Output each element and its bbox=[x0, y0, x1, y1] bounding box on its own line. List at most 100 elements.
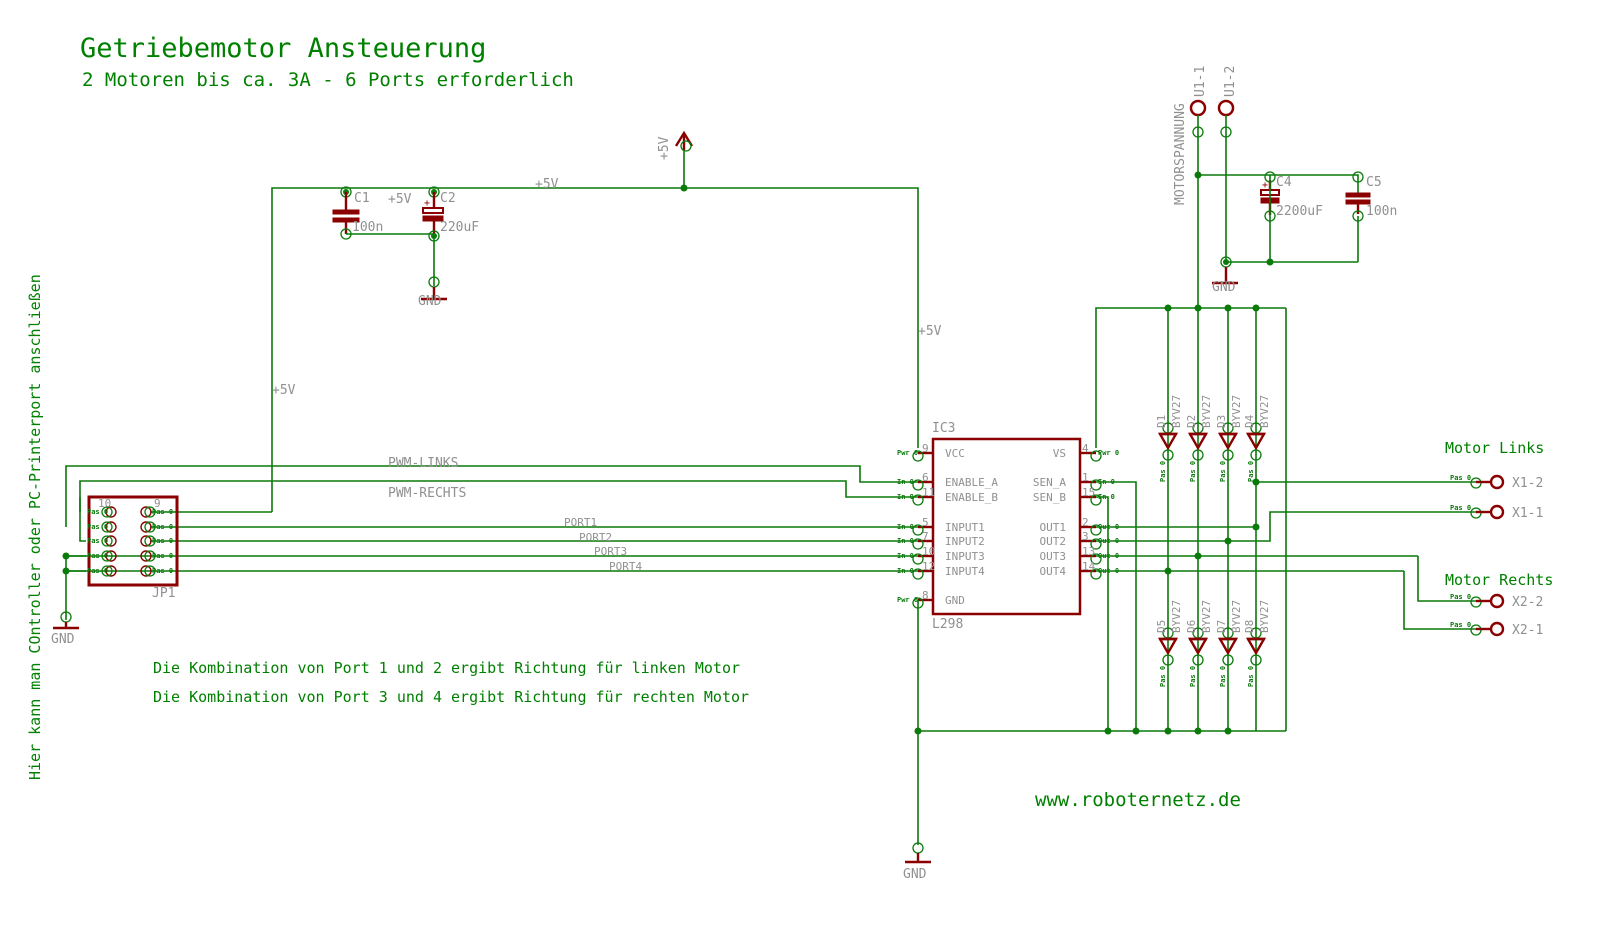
plus5v-network: +5V +5V +5V +5V +5V bbox=[271, 130, 942, 512]
motor-connectors: Motor Links Motor Rechts Pas 0 Pas 0 Pas 0… bbox=[1445, 439, 1553, 638]
c4-name: C4 bbox=[1276, 175, 1292, 190]
diode-name: D3 bbox=[1215, 415, 1228, 428]
jp1-pin bbox=[105, 550, 117, 562]
net-port4: PORT4 bbox=[609, 560, 642, 573]
ic-pin-label: OUT1 bbox=[1040, 521, 1067, 534]
jp1-pin bbox=[144, 565, 156, 577]
diode-part: BYV27 bbox=[1230, 395, 1243, 428]
jp1-pin9: 9 bbox=[154, 497, 161, 510]
diode-part: BYV27 bbox=[1170, 600, 1183, 633]
pin-tag: Pas 0 bbox=[1219, 461, 1227, 482]
website-label: www.roboternetz.de bbox=[1035, 789, 1241, 811]
ic-pin bbox=[912, 568, 924, 580]
ic-pin-label: INPUT4 bbox=[945, 565, 985, 578]
ic-pin-label: OUT3 bbox=[1040, 550, 1067, 563]
jp1-pin bbox=[101, 565, 113, 577]
ic-pin-label: GND bbox=[945, 594, 965, 607]
diode-name: D4 bbox=[1243, 414, 1256, 428]
pin-tag: Pas 0 bbox=[152, 523, 173, 531]
ic-pin bbox=[912, 494, 924, 506]
ic-pin-label: OUT2 bbox=[1040, 535, 1067, 548]
pin-tag: Pas 0 bbox=[1450, 474, 1471, 482]
jp1-pin bbox=[105, 535, 117, 547]
ic-pin-number: 13 bbox=[1082, 545, 1095, 558]
jp1-pin bbox=[140, 506, 152, 518]
ic-pin-label: OUT4 bbox=[1040, 565, 1067, 578]
jp1-name: JP1 bbox=[152, 586, 175, 601]
ic-pin bbox=[1090, 494, 1102, 506]
c1-name: C1 bbox=[354, 191, 370, 206]
pin-tag: Pas 0 bbox=[87, 537, 108, 545]
ic-pin bbox=[1090, 450, 1102, 462]
pin-tag: Pwr 0 bbox=[1098, 449, 1119, 457]
pin-tag: Pas 0 bbox=[1189, 461, 1197, 482]
diode-name: D6 bbox=[1185, 620, 1198, 633]
ic-pin bbox=[1090, 538, 1102, 550]
ic-pin-label: VCC bbox=[945, 447, 965, 460]
ic-pin-label: SEN_B bbox=[1033, 491, 1066, 504]
pin-tag: Pas 0 bbox=[87, 567, 108, 575]
diode-part: BYV27 bbox=[1230, 600, 1243, 633]
motor-left-label: Motor Links bbox=[1445, 439, 1544, 457]
jp1-pin10: 10 bbox=[98, 497, 111, 510]
c5-name: C5 bbox=[1366, 175, 1382, 190]
pin-tag: Pas 0 bbox=[87, 523, 108, 531]
diode-pin bbox=[1250, 449, 1262, 461]
jp1-pin bbox=[140, 535, 152, 547]
c4-value: 2200uF bbox=[1276, 204, 1323, 219]
ic-pin-label: ENABLE_B bbox=[945, 491, 998, 504]
net-5v-label-ic: +5V bbox=[918, 324, 942, 339]
pin-tag: Pas 0 bbox=[1450, 593, 1471, 601]
ic-pin-label: SEN_A bbox=[1033, 476, 1066, 489]
ic-pin bbox=[1090, 479, 1102, 491]
schematic-subtitle: 2 Motoren bis ca. 3A - 6 Ports erforderl… bbox=[82, 69, 574, 91]
ic-pin-number: 5 bbox=[922, 516, 929, 529]
pin-tag: Pas 0 bbox=[152, 537, 173, 545]
diode-pin bbox=[1222, 449, 1234, 461]
jp1-pin bbox=[105, 506, 117, 518]
ic-pin-label: INPUT2 bbox=[945, 535, 985, 548]
ic-pin-label: VS bbox=[1053, 447, 1066, 460]
pin-tag: Pwr 0 bbox=[897, 449, 918, 457]
c5-value: 100n bbox=[1366, 204, 1397, 219]
net-5v-label-top: +5V bbox=[535, 177, 559, 192]
c1-value: 100n bbox=[352, 220, 383, 235]
u1-1-label: U1-1 bbox=[1193, 66, 1208, 97]
note-right-motor: Die Kombination von Port 3 und 4 ergibt … bbox=[153, 688, 749, 706]
jp1-pin bbox=[101, 550, 113, 562]
ic-pin-number: 2 bbox=[1082, 516, 1089, 529]
ic-pin-label: INPUT3 bbox=[945, 550, 985, 563]
x1-2-label: X1-2 bbox=[1512, 476, 1543, 491]
ic-pin bbox=[912, 553, 924, 565]
gnd-label-c2: GND bbox=[418, 294, 442, 309]
pin-tag: Pas 0 bbox=[1219, 666, 1227, 687]
net-port3: PORT3 bbox=[594, 545, 627, 558]
pin-tag: Pas 0 bbox=[1450, 504, 1471, 512]
motor-right-label: Motor Rechts bbox=[1445, 571, 1553, 589]
ic-pin-number: 12 bbox=[922, 560, 935, 573]
ic-pin-number: 14 bbox=[1082, 560, 1096, 573]
c2-name: C2 bbox=[440, 191, 456, 206]
ic-pin-number: 15 bbox=[1082, 486, 1095, 499]
jp1-pin bbox=[101, 535, 113, 547]
pin-tag: Pas 0 bbox=[87, 552, 108, 560]
jp1-pin bbox=[144, 535, 156, 547]
ic-pin bbox=[912, 538, 924, 550]
jp1-pin bbox=[101, 521, 113, 533]
svg-text:+: + bbox=[424, 198, 430, 209]
diode-pin bbox=[1192, 654, 1204, 666]
jp1-pin bbox=[105, 521, 117, 533]
jp1-pin bbox=[140, 550, 152, 562]
pin-tag: Pas 0 bbox=[1159, 461, 1167, 482]
jp1-pin bbox=[140, 565, 152, 577]
